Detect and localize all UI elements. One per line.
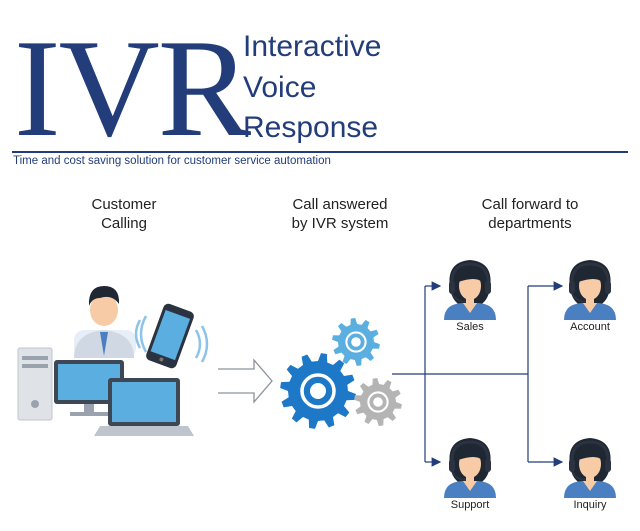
gears-icon	[280, 318, 402, 429]
step-customer-calling: Customer Calling	[64, 195, 184, 233]
flow-arrow-icon	[218, 358, 273, 404]
header-divider	[12, 151, 628, 153]
title-line-1: Interactive	[243, 30, 382, 63]
agent-account-icon	[562, 258, 618, 322]
dept-label-support: Support	[450, 499, 490, 511]
dept-label-account: Account	[570, 321, 610, 333]
title-line-3: Response	[243, 111, 379, 144]
ivr-abbreviation: IVR	[14, 11, 251, 166]
step-label-line1: Call forward to	[481, 196, 579, 213]
tagline: Time and cost saving solution for custom…	[13, 155, 331, 167]
step-call-forward: Call forward to departments	[455, 195, 605, 233]
agent-inquiry-icon	[562, 436, 618, 500]
step-call-answered: Call answered by IVR system	[270, 195, 410, 233]
agent-support-icon	[442, 436, 498, 500]
customer-illustration	[17, 286, 209, 436]
step-label-line1: Call answered	[292, 196, 388, 213]
title-line-2: Voice	[243, 71, 317, 104]
step-label-line2: departments	[488, 215, 572, 232]
dept-label-inquiry: Inquiry	[573, 499, 607, 511]
step-label-line2: Calling	[101, 215, 147, 232]
agent-sales-icon	[442, 258, 498, 322]
step-label-line2: by IVR system	[291, 215, 389, 232]
dept-label-sales: Sales	[456, 321, 484, 333]
step-label-line1: Customer	[91, 196, 157, 213]
routing-lines	[392, 281, 564, 467]
